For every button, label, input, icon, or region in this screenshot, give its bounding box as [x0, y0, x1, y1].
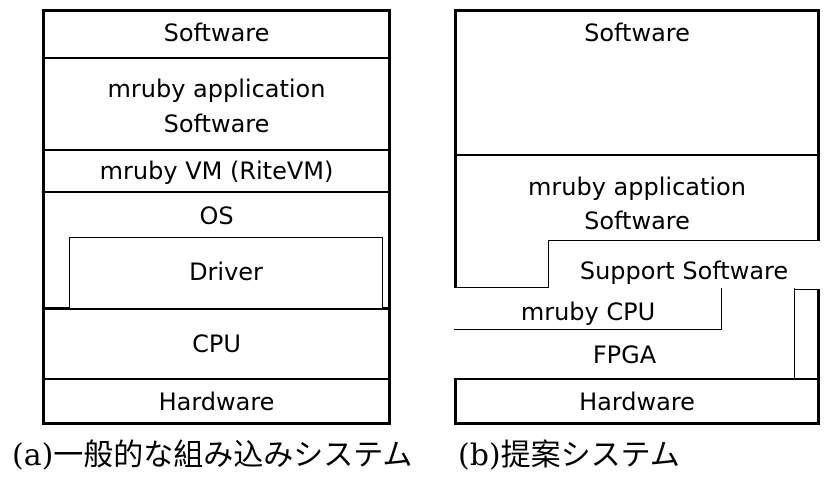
left-os-label: OS — [199, 202, 234, 230]
right-software-label: Software — [584, 19, 690, 47]
right-stack — [454, 9, 820, 425]
left-stack — [42, 9, 391, 425]
left-mruby-app-line2: Software — [163, 110, 270, 138]
caption-right: (b)提案システム — [458, 438, 680, 473]
left-mruby-app-line1: mruby application — [107, 75, 326, 103]
left-divider-2 — [42, 149, 391, 151]
right-mruby-app-line2: Software — [584, 207, 690, 235]
right-mruby-cpu-label: mruby CPU — [520, 298, 656, 326]
right-mruby-cpu-box — [454, 288, 722, 330]
left-divider-4 — [42, 378, 391, 380]
left-driver-label: Driver — [189, 258, 263, 286]
left-divider-3 — [42, 191, 391, 193]
left-software-label: Software — [163, 19, 270, 47]
right-fpga-label: FPGA — [592, 341, 657, 369]
right-divider-1 — [454, 154, 820, 156]
right-hardware-label: Hardware — [579, 388, 695, 416]
left-hardware-label: Hardware — [158, 388, 275, 416]
right-support-software-box — [548, 240, 820, 290]
right-support-software-label: Support Software — [579, 257, 789, 285]
left-driver-box — [69, 237, 383, 309]
left-mruby-vm-label: mruby VM (RiteVM) — [99, 157, 334, 185]
left-divider-1 — [42, 57, 391, 59]
left-cpu-label: CPU — [192, 330, 241, 358]
right-mruby-app-line1: mruby application — [528, 173, 746, 201]
caption-left: (a)一般的な組み込みシステム — [12, 438, 413, 473]
